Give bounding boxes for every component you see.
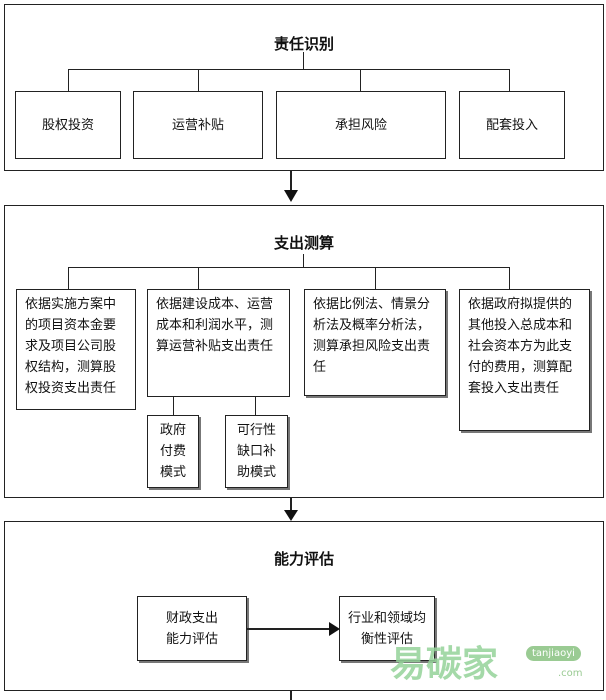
- identify-item-equity-label: 股权投资: [41, 117, 94, 133]
- identify-item-equity: 股权投资: [15, 91, 121, 159]
- section-identify-title: 责任识别: [273, 35, 334, 53]
- watermark-logo: 易碳家: [390, 644, 499, 685]
- arrow-2-shaft: [290, 498, 292, 513]
- identify-item-supporting-label: 配套投入: [485, 117, 538, 133]
- arrow-1-head: [284, 190, 298, 202]
- bottom-connector: [290, 691, 292, 700]
- subsidy-to-gov-pay: [173, 397, 174, 415]
- measure-item-subsidy: 依据建设成本、运营成本和利润水平，测算运营补贴支出责任: [147, 289, 290, 397]
- arrow-1-shaft: [290, 171, 292, 193]
- assess-arrow-head: [329, 622, 340, 636]
- assess-arrow-shaft: [247, 628, 332, 630]
- measure-item-risk: 依据比例法、情景分析法及概率分析法，测算承担风险支出责任: [304, 289, 446, 396]
- watermark-domain: tanjiaoyi: [526, 646, 581, 661]
- measure-connector-v: [303, 254, 304, 268]
- identify-connector-4: [509, 69, 510, 91]
- arrow-2-head: [284, 510, 298, 521]
- identify-item-subsidy: 运营补贴: [133, 91, 263, 159]
- measure-connector-1: [68, 267, 69, 289]
- sub-item-vgf-label: 可行性缺口补助模式: [236, 423, 276, 480]
- sub-item-gov-pay: 政府付费模式: [147, 415, 199, 488]
- assess-fiscal-capacity: 财政支出能力评估: [137, 596, 247, 661]
- measure-item-supporting-label: 依据政府拟提供的其他投入总成本和社会资本方为此支付的费用，测算配套投入支出责任: [468, 297, 573, 396]
- identify-connector-h: [68, 69, 509, 70]
- watermark-suffix: .com: [558, 668, 583, 679]
- measure-item-equity-label: 依据实施方案中的项目资本金要求及项目公司股权结构，测算股权投资支出责任: [25, 297, 117, 396]
- measure-item-subsidy-label: 依据建设成本、运营成本和利润水平，测算运营补贴支出责任: [156, 297, 274, 354]
- measure-item-equity: 依据实施方案中的项目资本金要求及项目公司股权结构，测算股权投资支出责任: [16, 289, 136, 410]
- sub-item-vgf: 可行性缺口补助模式: [225, 415, 288, 488]
- identify-connector-3: [360, 69, 361, 91]
- assess-fiscal-capacity-label: 财政支出能力评估: [165, 610, 218, 647]
- assess-balance: 行业和领域均衡性评估: [339, 596, 435, 661]
- identify-item-risk-label: 承担风险: [334, 117, 387, 133]
- subsidy-to-vgf: [255, 397, 256, 415]
- measure-connector-4: [509, 267, 510, 289]
- section-measure-title: 支出测算: [273, 234, 334, 252]
- measure-item-risk-label: 依据比例法、情景分析法及概率分析法，测算承担风险支出责任: [313, 297, 431, 375]
- measure-connector-3: [375, 267, 376, 289]
- sub-item-gov-pay-label: 政府付费模式: [159, 423, 186, 480]
- identify-connector-1: [68, 69, 69, 91]
- section-assess-title: 能力评估: [273, 550, 334, 568]
- identify-connector-v: [303, 52, 304, 70]
- measure-item-supporting: 依据政府拟提供的其他投入总成本和社会资本方为此支付的费用，测算配套投入支出责任: [459, 289, 590, 431]
- identify-connector-2: [198, 69, 199, 91]
- identify-item-subsidy-label: 运营补贴: [171, 117, 224, 133]
- measure-connector-2: [198, 267, 199, 289]
- section-assess: 能力评估: [4, 521, 604, 691]
- identify-item-risk: 承担风险: [276, 91, 446, 159]
- measure-connector-h: [68, 267, 509, 268]
- identify-item-supporting: 配套投入: [459, 91, 565, 159]
- assess-balance-label: 行业和领域均衡性评估: [347, 610, 426, 647]
